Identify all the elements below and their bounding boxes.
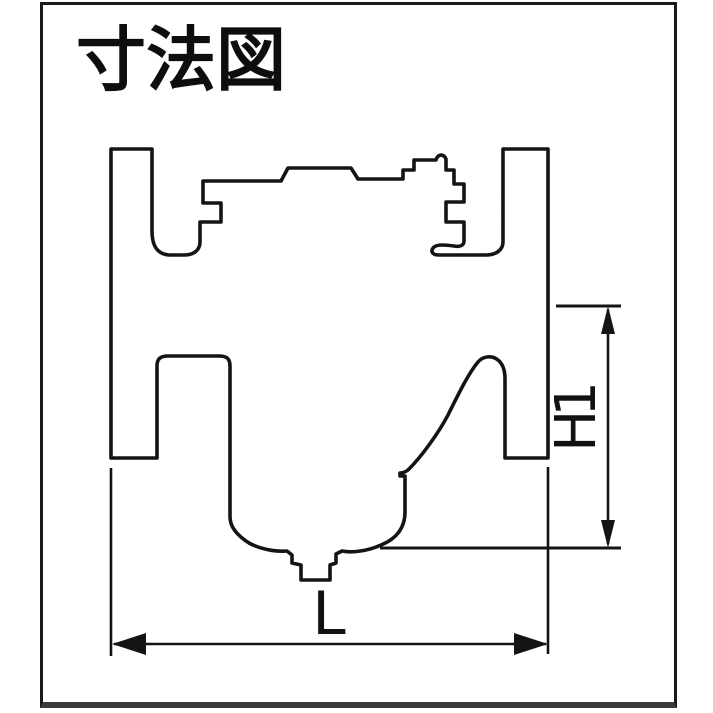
l-arrowhead-right	[514, 633, 548, 655]
l-arrowhead-left	[112, 633, 146, 655]
h1-dimension-label: H1	[544, 388, 609, 452]
diagram-border	[40, 2, 677, 708]
h1-arrowhead-up	[601, 306, 615, 334]
l-dimension	[109, 467, 550, 656]
diagram-title: 寸法図	[76, 19, 286, 101]
valve-outline	[109, 147, 550, 582]
l-dimension-label: L	[312, 579, 346, 649]
h1-arrowhead-down	[601, 520, 615, 548]
h1-dimension	[380, 304, 621, 550]
